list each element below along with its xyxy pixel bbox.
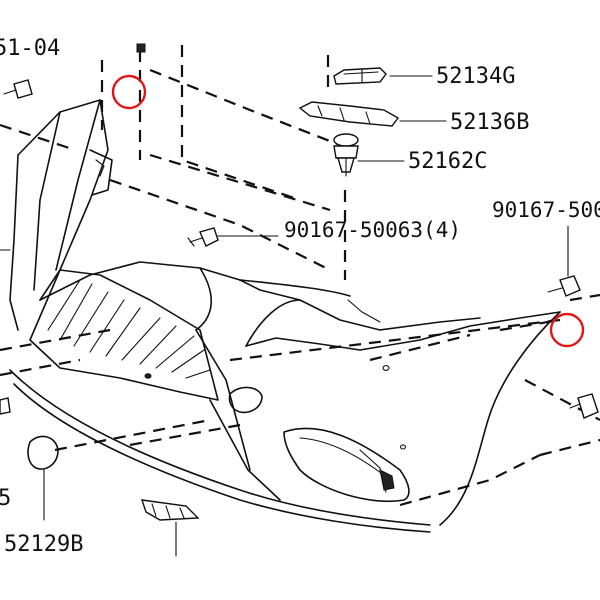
part-clip-left <box>0 397 11 415</box>
label-partial-topleft: 51-04 <box>0 36 61 61</box>
part-52134g <box>333 67 433 85</box>
assembly-guide-lines <box>0 45 600 507</box>
label-52162c: 52162C <box>408 149 488 174</box>
label-90167-50063: 90167-50063(4) <box>284 218 462 242</box>
highlight-circles <box>111 74 585 348</box>
part-bottom-bracket <box>140 499 200 557</box>
part-screw-topleft <box>3 79 33 99</box>
part-screw-mid <box>187 227 279 247</box>
label-90167-right: 90167-500 <box>492 198 600 222</box>
part-52162c <box>333 133 405 177</box>
bumper-cover <box>9 261 561 533</box>
label-52136b: 52136B <box>450 110 530 135</box>
left-bracket <box>0 99 113 331</box>
part-52129b <box>27 435 59 521</box>
label-52129b: 52129B <box>4 532 84 557</box>
highlight-circle-right <box>549 312 585 348</box>
part-screw-right <box>547 225 581 297</box>
label-partial-bottomleft: 5 <box>0 486 12 511</box>
part-clip-right <box>569 393 599 419</box>
part-bolt-top <box>136 43 146 53</box>
highlight-circle-upper-left <box>111 74 147 110</box>
part-52136b <box>298 101 447 127</box>
label-52134g: 52134G <box>436 64 516 89</box>
